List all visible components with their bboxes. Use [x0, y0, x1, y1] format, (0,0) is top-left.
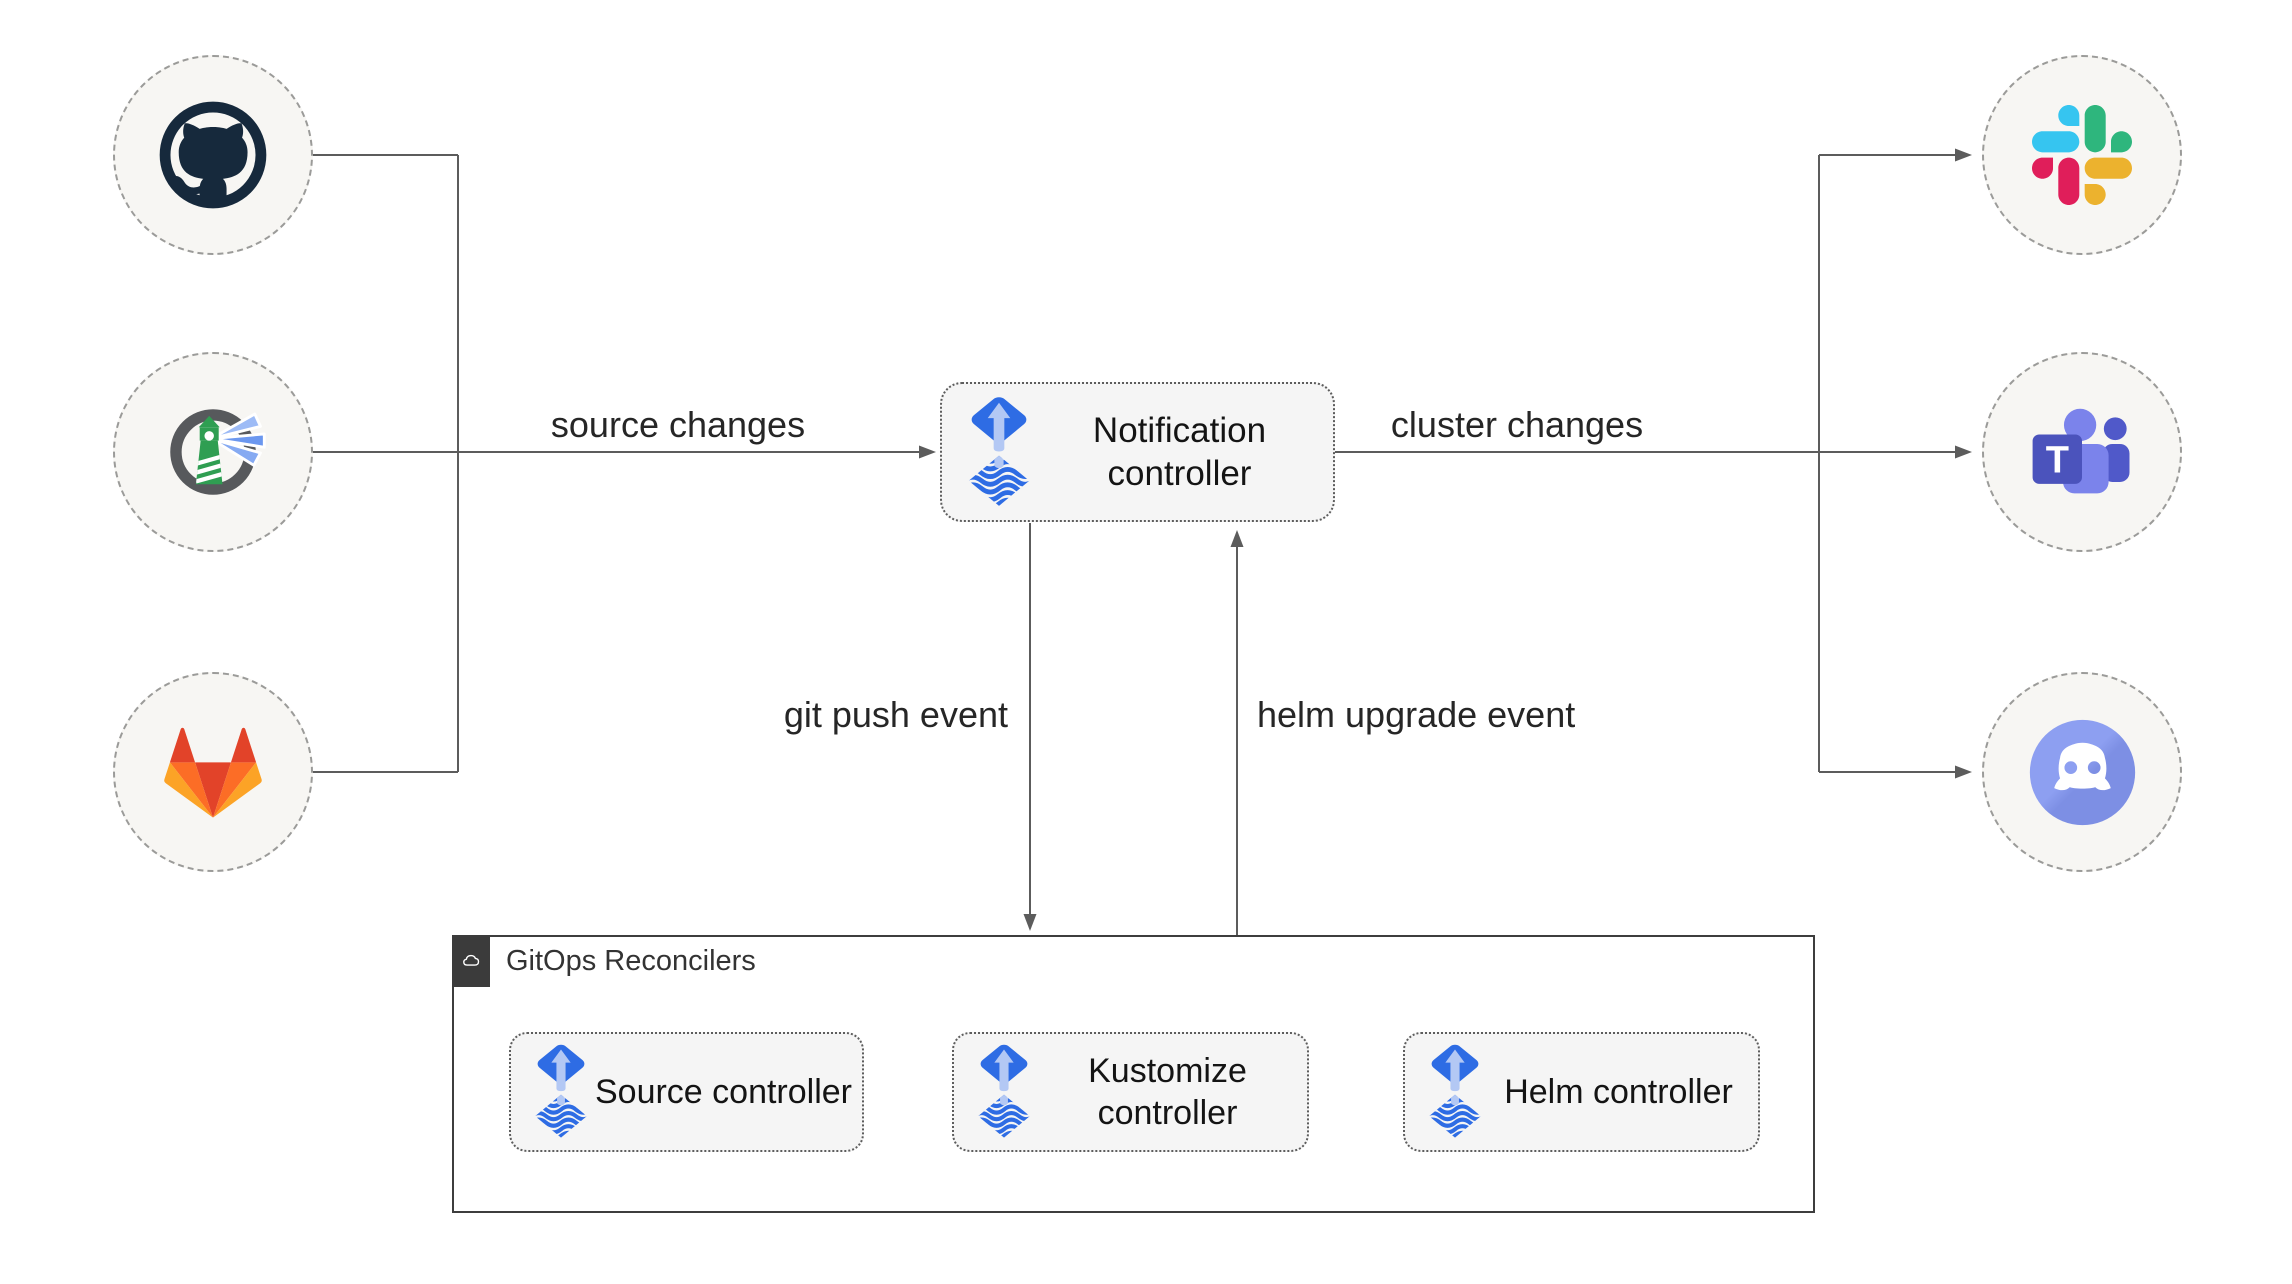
container-title: GitOps Reconcilers — [506, 944, 756, 977]
node-source-controller: Source controller — [509, 1032, 864, 1152]
node-gitlab — [113, 672, 313, 872]
github-icon — [159, 101, 267, 209]
edge-label-helm-upgrade-event: helm upgrade event — [1257, 694, 1576, 735]
node-slack — [1982, 55, 2182, 255]
flux-icon — [531, 1042, 591, 1142]
node-notification-controller: Notification controller — [940, 382, 1335, 522]
helm-controller-label: Helm controller — [1504, 1073, 1733, 1111]
edge-label-git-push-event: git push event — [783, 694, 1008, 735]
discord-icon — [2024, 714, 2141, 831]
edge-label-cluster-changes: cluster changes — [1390, 404, 1644, 445]
node-teams — [1982, 352, 2182, 552]
flux-icon — [974, 1042, 1034, 1142]
node-helm-controller: Helm controller — [1403, 1032, 1760, 1152]
node-harbor — [113, 352, 313, 552]
kustomize-controller-label: Kustomize controller — [1088, 1052, 1247, 1132]
flux-icon — [964, 394, 1034, 511]
flux-icon — [1425, 1042, 1485, 1142]
microsoft-teams-icon — [2025, 400, 2139, 505]
slack-icon — [2032, 105, 2132, 205]
source-controller-label: Source controller — [594, 1073, 852, 1111]
harbor-icon — [156, 395, 270, 509]
edge-label-source-changes: source changes — [550, 404, 806, 445]
cloud-icon — [463, 954, 480, 966]
notification-controller-label: Notification controller — [1092, 411, 1267, 493]
gitlab-icon — [146, 705, 280, 839]
node-kustomize-controller: Kustomize controller — [952, 1032, 1309, 1152]
node-discord — [1982, 672, 2182, 872]
node-github — [113, 55, 313, 255]
container-corner-badge — [452, 935, 490, 987]
